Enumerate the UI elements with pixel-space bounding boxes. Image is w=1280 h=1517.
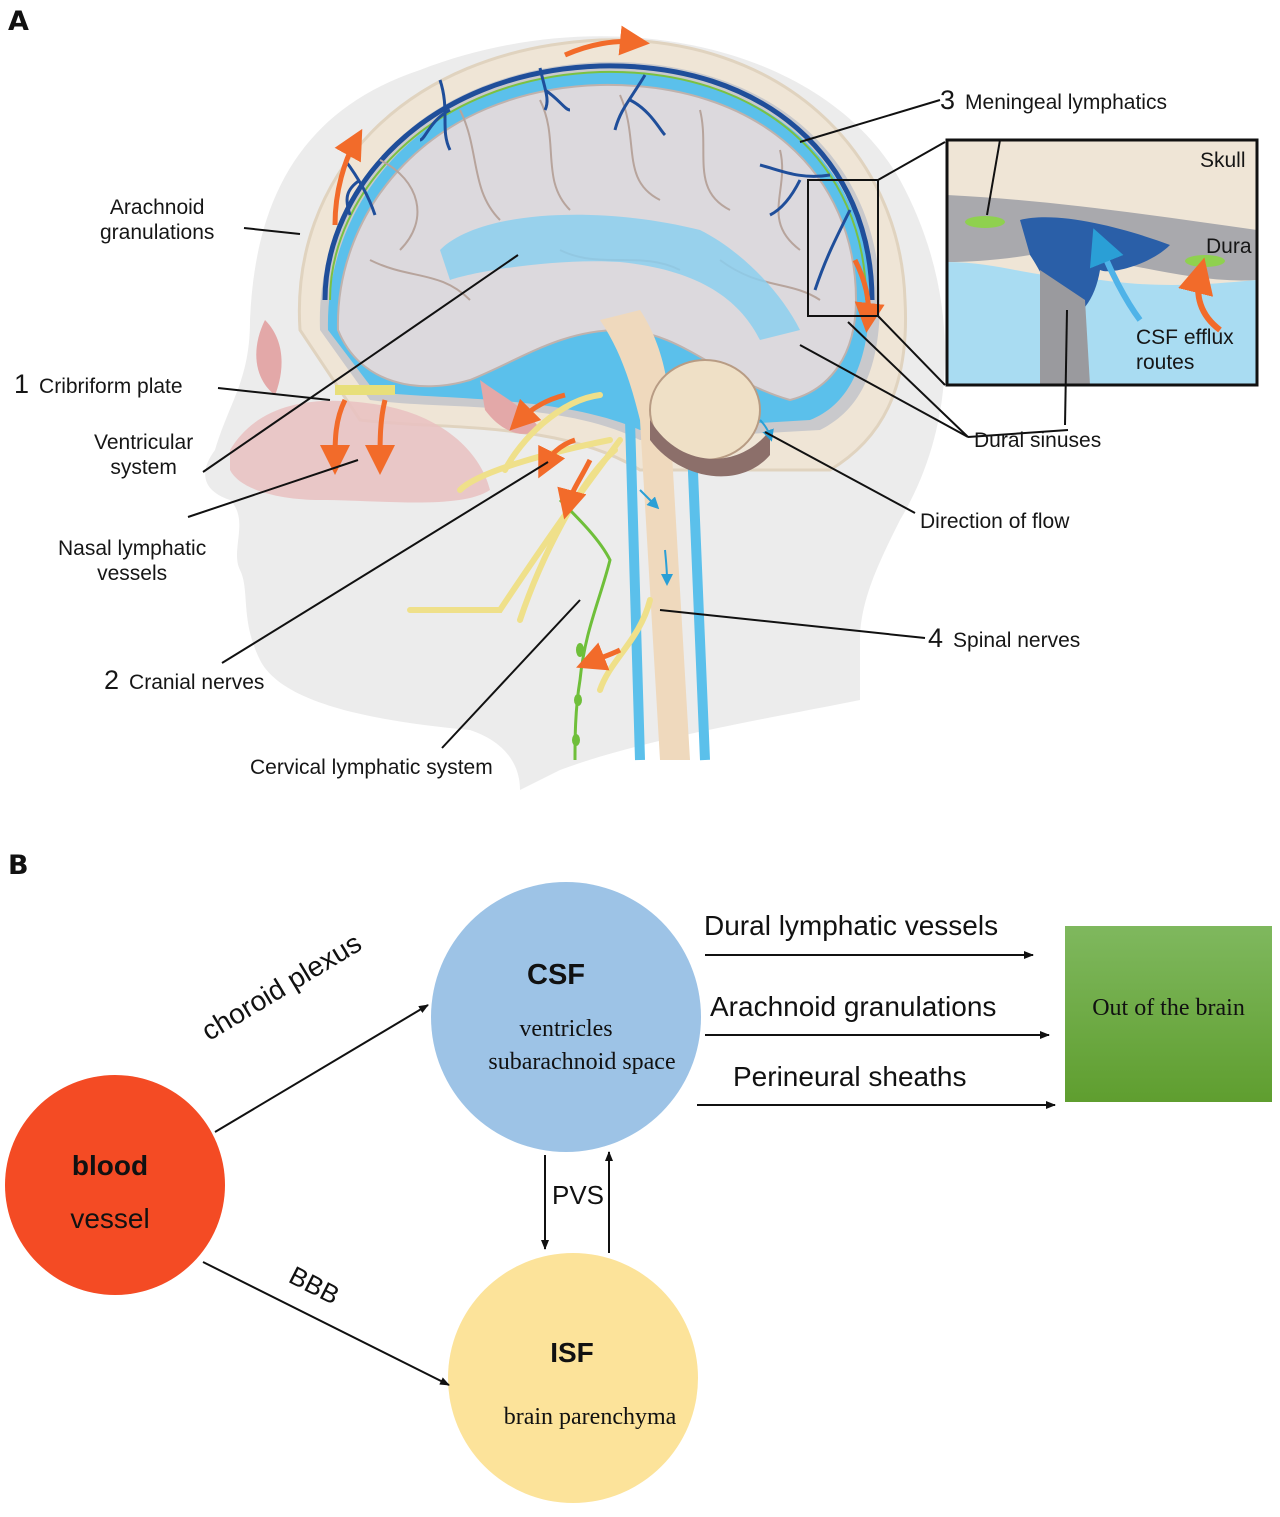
edge-label-perineural-sheaths: Perineural sheaths (733, 1061, 967, 1092)
nasal-cavity (230, 400, 490, 503)
label-dural-sinuses: Dural sinuses (974, 429, 1102, 452)
isf-node-title: ISF (550, 1337, 594, 1368)
label-arachnoid-line1: Arachnoid (109, 196, 205, 219)
label-cranial-text: Cranial nerves (129, 671, 265, 694)
csf-node-subtitle-1: ventricles (519, 1016, 613, 1042)
label-arachnoid-line2: granulations (100, 221, 215, 245)
csf-node-subtitle-2: subarachnoid space (488, 1049, 676, 1075)
cribriform-plate (335, 385, 395, 395)
out-of-brain-node (1065, 926, 1272, 1102)
edge-label-dural-lymphatic: Dural lymphatic vessels (704, 910, 999, 941)
label-nasal-line2: vessels (97, 562, 168, 586)
meningeal-lymphatic-inset-left (965, 216, 1005, 228)
label-ventricular-line2: system (110, 456, 177, 480)
label-ventricular-system: Ventricular system (94, 430, 193, 480)
panel-a-letter: A (8, 6, 29, 37)
number-2: 2 (104, 665, 120, 695)
csf-node-title: CSF (527, 959, 585, 991)
cervical-lymphatic-vessel (558, 498, 612, 761)
label-spinal-nerves: 4 Spinal nerves (928, 622, 1080, 654)
csf-flow-arrows (320, 25, 885, 671)
label-csf-efflux-line1: CSF efflux (1136, 326, 1234, 349)
number-3: 3 (940, 85, 956, 115)
cerebellum-lower (650, 420, 770, 477)
label-nasal-line1: Nasal lymphatic (58, 537, 207, 560)
leader-lines (187, 99, 1069, 749)
out-of-brain-label: Out of the brain (1092, 995, 1245, 1021)
label-csf-efflux-line2: routes (1136, 351, 1195, 375)
label-cribriform-plate: 1 Cribriform plate (14, 368, 183, 400)
blood-node-title: blood (71, 1150, 149, 1181)
isf-node (448, 1253, 698, 1503)
head-anatomy-illustration (187, 25, 1259, 790)
blood-node-subtitle: vessel (70, 1203, 150, 1234)
edge-label-arachnoid-granulations: Arachnoid granulations (710, 991, 997, 1022)
dura-inset (945, 138, 1259, 426)
label-skull: Skull (1200, 149, 1246, 172)
label-meningeal-text: Meningeal lymphatics (965, 91, 1167, 114)
edge-choroid-plexus (214, 1004, 429, 1133)
number-1: 1 (14, 369, 30, 399)
cortical-veins (343, 67, 852, 291)
panel-b-letter: B (8, 850, 29, 881)
label-nasal-lymphatic-vessels: Nasal lymphatic vessels (58, 536, 206, 586)
isf-node-subtitle: brain parenchyma (503, 1404, 677, 1430)
label-arachnoid-granulations: Arachnoid granulations (100, 195, 214, 245)
label-spinal-text: Spinal nerves (953, 629, 1081, 652)
label-dura: Dura (1206, 235, 1252, 258)
inset-source-region (807, 179, 879, 317)
edge-bbb (202, 1261, 450, 1386)
edge-label-pvs: PVS (552, 1180, 605, 1210)
meningeal-lymphatic-vessel (329, 70, 867, 301)
csf-node (431, 882, 701, 1152)
label-ventricular-line1: Ventricular (94, 431, 194, 454)
label-cribriform-text: Cribriform plate (39, 375, 183, 398)
label-direction-of-flow: Direction of flow (920, 510, 1070, 533)
label-csf-efflux-routes: CSF efflux routes (1136, 325, 1234, 375)
ventricular-system (440, 214, 800, 340)
label-cranial-nerves: 2 Cranial nerves (104, 664, 264, 696)
frontal-sinus (256, 320, 282, 395)
dural-sinus (322, 63, 875, 301)
label-cervical-lymphatic-system: Cervical lymphatic system (250, 756, 493, 779)
blood-vessel-node (5, 1075, 225, 1295)
label-meningeal-lymphatics: 3 Meningeal lymphatics (940, 84, 1167, 116)
number-4: 4 (928, 623, 944, 653)
